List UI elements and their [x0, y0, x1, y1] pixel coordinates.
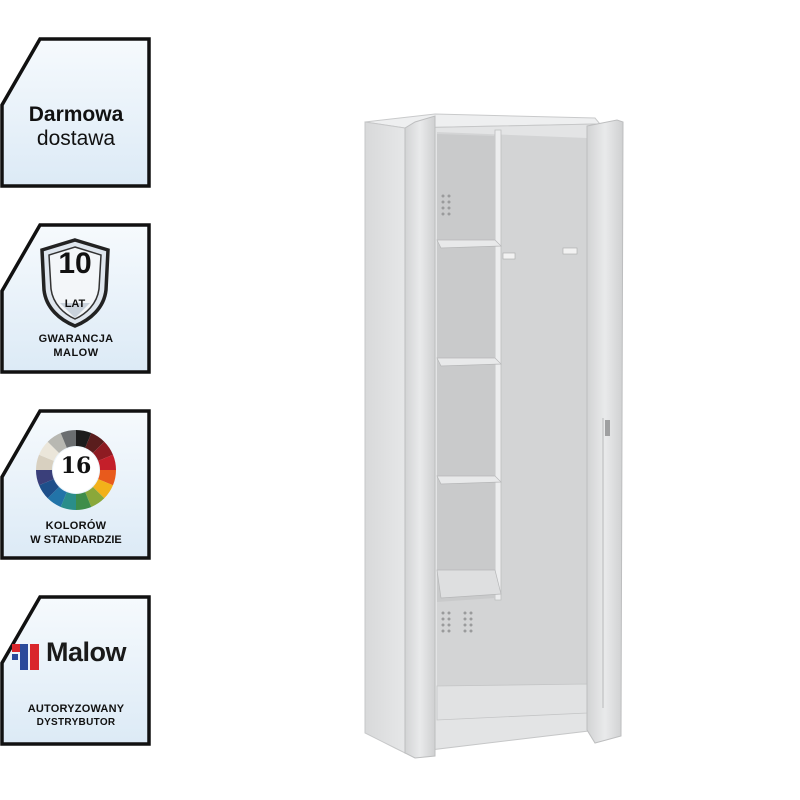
- distributor-badge: Malow AUTORYZOWANY DYSTRYBUTOR: [0, 595, 152, 747]
- color-wheel-segment: [98, 454, 116, 470]
- distributor-line1: AUTORYZOWANY: [27, 703, 125, 715]
- badge-frame: [0, 37, 151, 188]
- color-wheel-segment: [47, 433, 67, 454]
- delivery-line1: Darmowa: [28, 103, 124, 126]
- shield-icon: [40, 238, 110, 328]
- color-wheel-segment: [39, 441, 60, 461]
- color-wheel-segment: [85, 433, 105, 454]
- color-wheel-segment: [76, 492, 92, 510]
- colors-badge: 16 KOLORÓW W STANDARDZIE: [0, 409, 152, 561]
- colors-line1: KOLORÓW: [45, 520, 107, 532]
- malow-logo-icon: [12, 644, 39, 670]
- delivery-line2: dostawa: [36, 127, 116, 150]
- color-wheel-segment: [92, 479, 113, 499]
- warranty-line1: GWARANCJA: [38, 333, 114, 345]
- color-wheel-segment: [36, 454, 54, 470]
- color-wheel-segment: [36, 470, 54, 486]
- color-wheel-segment: [76, 430, 92, 448]
- free-delivery-badge: Darmowa dostawa: [0, 37, 152, 189]
- color-wheel-segment: [98, 470, 116, 486]
- color-wheel-segment: [39, 479, 60, 499]
- color-wheel-icon: [36, 430, 116, 510]
- warranty-badge: 10 LAT GWARANCJA MALOW: [0, 223, 152, 375]
- color-wheel-segment: [60, 492, 76, 510]
- warranty-years: 10: [58, 247, 92, 280]
- color-wheel-segment: [85, 486, 105, 507]
- colors-line2: W STANDARDZIE: [30, 534, 122, 546]
- color-wheel-segment: [92, 441, 113, 461]
- color-wheel-segment: [60, 430, 76, 448]
- warranty-line2: MALOW: [53, 347, 99, 359]
- brand-name: Malow: [46, 637, 127, 667]
- warranty-unit: LAT: [64, 298, 86, 310]
- color-wheel-segment: [47, 486, 67, 507]
- colors-count: 16: [60, 453, 92, 479]
- distributor-line2: DYSTRYBUTOR: [36, 717, 116, 728]
- badge-frame: [0, 595, 151, 746]
- color-wheel-center: [53, 447, 99, 493]
- cabinet-image: [364, 113, 624, 759]
